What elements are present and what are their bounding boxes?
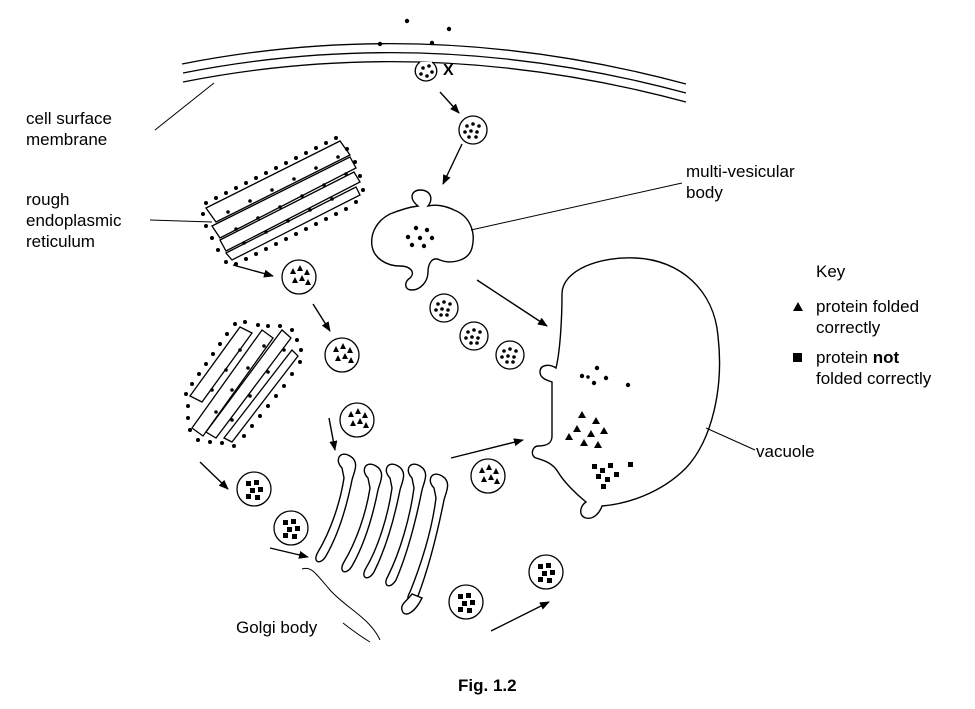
vesicle-folded-4 bbox=[470, 458, 506, 494]
key-not-folded-bold: not bbox=[872, 348, 900, 367]
vesicle-folded-2 bbox=[324, 337, 360, 373]
key-folded-line1: protein folded bbox=[816, 297, 920, 316]
vesicle-misfolded-2 bbox=[273, 510, 309, 546]
key-title: Key bbox=[816, 262, 846, 281]
mvb-line2: body bbox=[686, 183, 723, 202]
key-not-folded-pre: protein bbox=[816, 348, 873, 367]
key-not-folded-label: protein not folded correctly bbox=[816, 347, 931, 389]
endocytic-pit bbox=[414, 61, 438, 82]
rough-er-upper bbox=[205, 140, 361, 261]
rough-er-line2: endoplasmic bbox=[26, 211, 122, 230]
label-leader-lines bbox=[149, 82, 756, 643]
vesicle-dots-3 bbox=[459, 321, 489, 351]
cell-surface-membrane-line2: membrane bbox=[26, 130, 108, 149]
cell-surface-membrane-line1: cell surface bbox=[26, 109, 112, 128]
multi-vesicular-body bbox=[371, 189, 474, 291]
square-icon bbox=[793, 353, 802, 362]
x-marker-label: X bbox=[443, 62, 454, 79]
vesicle-dots-2 bbox=[429, 293, 459, 323]
vesicle-dots-1 bbox=[458, 115, 488, 145]
multi-vesicular-body-label: multi-vesicular body bbox=[686, 161, 795, 203]
vesicle-misfolded-4 bbox=[528, 554, 564, 590]
figure-caption: Fig. 1.2 bbox=[458, 676, 517, 695]
triangle-icon bbox=[793, 302, 803, 311]
key-not-folded-line2: folded correctly bbox=[816, 369, 932, 388]
vesicle-folded-1 bbox=[281, 259, 317, 295]
extracellular-particles bbox=[377, 18, 452, 47]
vesicle-misfolded-3 bbox=[448, 584, 484, 620]
rough-er-lower bbox=[189, 326, 299, 443]
rough-er-line3: reticulum bbox=[26, 232, 95, 251]
golgi-body bbox=[315, 453, 449, 615]
vesicle-misfolded-1 bbox=[236, 471, 272, 507]
golgi-body-label: Golgi body bbox=[236, 618, 318, 637]
vesicle-dots-4 bbox=[495, 340, 525, 370]
ribosomes-upper bbox=[201, 136, 365, 266]
mvb-line1: multi-vesicular bbox=[686, 162, 795, 181]
arrows bbox=[199, 91, 550, 632]
key-folded-line2: correctly bbox=[816, 318, 881, 337]
vacuole-label: vacuole bbox=[756, 442, 815, 461]
vacuole-organelle bbox=[531, 257, 721, 520]
rough-er-label: rough endoplasmic reticulum bbox=[26, 189, 121, 252]
vesicle-folded-3 bbox=[339, 402, 375, 438]
cell-surface-membrane-label: cell surface membrane bbox=[26, 108, 112, 150]
key-not-folded-line1: protein not bbox=[816, 347, 931, 368]
rough-er-line1: rough bbox=[26, 190, 70, 209]
key-folded-label: protein folded correctly bbox=[816, 296, 919, 338]
ribosomes-lower bbox=[184, 320, 303, 448]
